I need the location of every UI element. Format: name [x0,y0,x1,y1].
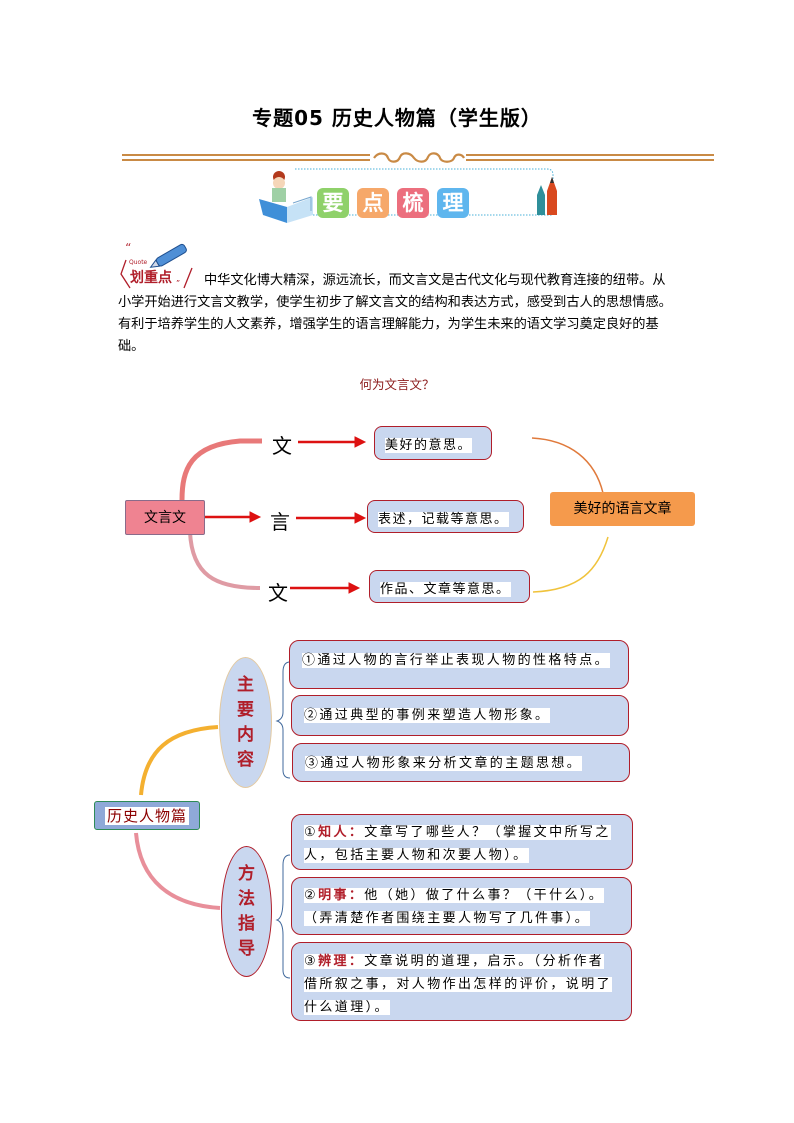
item-num: ① [302,653,318,668]
arrow-head [249,511,262,523]
page-title: 专题05 历史人物篇（学生版） [252,106,542,130]
quote-label: 划重点 [130,269,172,286]
root-node-label: 文言文 [144,510,186,526]
intro-paragraph: 中华文化博大精深，源远流长，而文言文是古代文化与现代教育连接的纽带。从小学开始进… [118,273,672,354]
arrow-head [354,512,367,524]
branch-char-3: 文 [268,581,288,605]
item-num: ① [304,825,319,840]
banner-tile-2: 点 [357,188,389,218]
ornament-divider [122,152,714,163]
quote-pen-icon: “ Quote 划重点 ” [120,241,193,289]
group1-char-2: 要 [237,699,254,720]
item-key: 明事： [318,888,365,903]
item-text: 通过典型的事例来塑造人物形象。 [319,708,551,723]
meaning-box-2: 表述，记载等意思。 [367,500,524,533]
root-to-method-curve [134,832,221,910]
section-banner: 要 点 梳 理 [255,165,565,225]
meaning-text-1: 美好的意思。 [385,438,473,453]
item-num: ② [304,708,320,723]
root-node-label-2: 历史人物篇 [104,807,189,825]
branch-char-1: 文 [272,434,292,458]
branch-char-2: 言 [270,510,290,534]
student-reading-icon [259,171,313,223]
item-key: 辨理： [318,954,365,969]
group-label-method-guide: 方 法 指 导 [221,846,272,977]
group1-char-1: 主 [237,674,254,695]
branch-curve-top [179,438,262,501]
result-curve-bottom [532,536,609,593]
brace-content [275,661,291,779]
item-num: ② [304,888,319,903]
result-node-label: 美好的语言文章 [573,501,672,517]
item-text: 他（她）做了什么事？（干什么）。（弄清楚作者围绕主要人物写了几件事）。 [304,888,605,926]
item-text: 文章说明的道理，启示。（分析作者借所叙之事，对人物作出怎样的评价，说明了什么道理… [304,954,613,1015]
meaning-box-1: 美好的意思。 [374,426,492,460]
banner-tile-3: 梳 [397,188,429,218]
banner-tile-1: 要 [317,188,349,218]
arrow-head [354,436,367,448]
key-point-badge: “ Quote 划重点 ” [118,238,198,290]
method-item-3: ③辨理：文章说明的道理，启示。（分析作者借所叙之事，对人物作出怎样的评价，说明了… [291,942,632,1021]
group2-char-2: 法 [238,888,255,909]
quote-word: Quote [129,259,148,266]
item-num: ③ [304,954,319,969]
root-node-wenyanwen: 文言文 [125,500,205,535]
content-item-1: ①通过人物的言行举止表现人物的性格特点。 [289,640,629,689]
root-node-history-figures: 历史人物篇 [94,801,200,830]
content-item-2: ②通过典型的事例来塑造人物形象。 [291,695,629,736]
method-item-2: ②明事：他（她）做了什么事？（干什么）。（弄清楚作者围绕主要人物写了几件事）。 [291,877,632,935]
method-item-1: ①知人：文章写了哪些人？（掌握文中所写之人，包括主要人物和次要人物）。 [291,814,633,870]
quote-open-mark: “ [125,241,131,255]
result-curve-top [531,437,604,494]
item-text: 通过人物形象来分析文章的主题思想。 [320,756,583,771]
quote-close-mark: ” [176,279,180,288]
meaning-text-2: 表述，记载等意思。 [378,512,509,527]
pencils-icon [537,177,557,215]
item-key: 知人： [318,825,365,840]
group1-char-3: 内 [237,724,254,745]
group2-char-4: 导 [238,938,255,959]
item-num: ③ [305,756,321,771]
item-text: 通过人物的言行举止表现人物的性格特点。 [317,653,611,668]
group2-char-1: 方 [238,863,255,884]
result-node: 美好的语言文章 [550,492,695,526]
item-text: 文章写了哪些人？（掌握文中所写之人，包括主要人物和次要人物）。 [304,825,611,863]
branch-curve-bottom [188,531,261,590]
diagram1-heading: 何为文言文？ [359,377,435,392]
group1-char-4: 容 [237,749,254,770]
root-to-content-curve [139,725,219,796]
meaning-text-3: 作品、文章等意思。 [380,582,511,597]
arrow-head [348,582,361,594]
content-item-3: ③通过人物形象来分析文章的主题思想。 [292,743,630,782]
group-label-main-content: 主 要 内 容 [219,657,272,788]
group2-char-3: 指 [238,913,255,934]
brace-method [275,854,291,979]
meaning-box-3: 作品、文章等意思。 [369,570,530,603]
banner-tile-4: 理 [437,188,469,218]
